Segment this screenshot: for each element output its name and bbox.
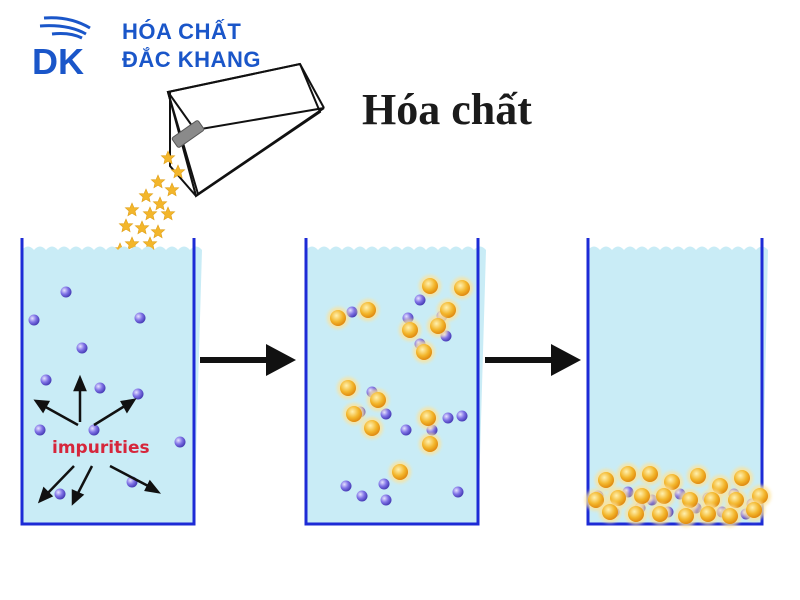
logo-swoosh-icon	[39, 16, 91, 40]
coagulant-particle	[652, 506, 668, 522]
coagulant-particle	[430, 318, 446, 334]
impurity-particle	[76, 342, 88, 354]
water	[588, 246, 768, 524]
star-icon	[152, 196, 168, 211]
arrow-right-icon	[485, 344, 581, 376]
impurity-particle	[380, 408, 392, 420]
coagulant-particle	[598, 472, 614, 488]
beaker-1	[20, 238, 202, 526]
beaker-3	[586, 238, 768, 526]
heading-title: Hóa chất	[362, 85, 532, 134]
impurity-particle	[88, 424, 100, 436]
star-icon	[138, 188, 154, 203]
star-icon	[118, 218, 134, 233]
coagulant-particle	[620, 466, 636, 482]
beaker-wall	[20, 238, 196, 526]
coagulant-particle	[700, 506, 716, 522]
beaker-wall	[586, 238, 764, 526]
coagulant-particle	[734, 470, 750, 486]
coagulant-particle	[678, 508, 694, 524]
falling-chemical-stars	[112, 150, 186, 263]
impurity-particle	[34, 424, 46, 436]
coagulant-particle	[364, 420, 380, 436]
arrow-right-icon	[200, 344, 296, 376]
coagulant-particle	[722, 508, 738, 524]
coagulant-particle	[360, 302, 376, 318]
logo-text: DK	[32, 41, 84, 80]
star-icon	[124, 236, 140, 251]
impurity-particle	[346, 306, 358, 318]
impurity-particle	[28, 314, 40, 326]
water	[22, 246, 202, 524]
coagulant-particle	[392, 464, 408, 480]
brand-name: HÓA CHẤT ĐẮC KHANG	[122, 18, 261, 74]
impurity-particle	[380, 494, 392, 506]
coagulant-particle	[346, 406, 362, 422]
impurity-particle	[60, 286, 72, 298]
coagulant-particle	[690, 468, 706, 484]
beaker-wall	[304, 238, 480, 526]
impurity-particle	[414, 294, 426, 306]
coagulant-particle	[370, 392, 386, 408]
coagulant-particle	[416, 344, 432, 360]
impurity-particle	[400, 424, 412, 436]
impurities-label: impurities	[52, 438, 150, 458]
brand-line-1: HÓA CHẤT	[122, 19, 242, 44]
impurity-particle	[456, 410, 468, 422]
coagulant-particle	[440, 302, 456, 318]
impurity-particle	[40, 374, 52, 386]
coagulant-particle	[422, 278, 438, 294]
dk-logo: DK	[32, 16, 91, 80]
coagulant-particle	[634, 488, 650, 504]
star-icon	[164, 182, 180, 197]
chemical-box-icon	[166, 62, 325, 198]
impurity-particle	[356, 490, 368, 502]
beaker-2-particles	[327, 275, 473, 506]
coagulant-particle	[628, 506, 644, 522]
coagulant-particle	[422, 436, 438, 452]
star-icon	[170, 164, 186, 179]
coagulant-particle	[746, 502, 762, 518]
impurity-particle	[174, 436, 186, 448]
impurity-particle	[442, 412, 454, 424]
impurity-particle	[132, 388, 144, 400]
star-icon	[150, 174, 166, 189]
impurity-particle	[94, 382, 106, 394]
coagulant-particle	[602, 504, 618, 520]
impurity-particle	[134, 312, 146, 324]
star-icon	[142, 206, 158, 221]
beaker-1-particles	[28, 286, 186, 500]
star-icon	[160, 150, 176, 165]
beaker-3-particles	[585, 463, 771, 527]
star-icon	[150, 224, 166, 239]
coagulant-particle	[420, 410, 436, 426]
coagulant-particle	[330, 310, 346, 326]
coagulant-particle	[656, 488, 672, 504]
coagulant-particle	[728, 492, 744, 508]
beakers	[20, 238, 771, 527]
impurity-particle	[340, 480, 352, 492]
impurity-arrows	[33, 374, 162, 506]
star-icon	[134, 220, 150, 235]
coagulant-particle	[454, 280, 470, 296]
coagulant-particle	[682, 492, 698, 508]
brand-line-2: ĐẮC KHANG	[122, 47, 261, 72]
impurity-particle	[54, 488, 66, 500]
coagulant-particle	[340, 380, 356, 396]
star-icon	[124, 202, 140, 217]
impurity-particle	[378, 478, 390, 490]
star-icon	[160, 206, 176, 221]
coagulant-particle	[588, 492, 604, 508]
coagulant-particle	[402, 322, 418, 338]
impurity-particle	[452, 486, 464, 498]
coagulant-particle	[642, 466, 658, 482]
